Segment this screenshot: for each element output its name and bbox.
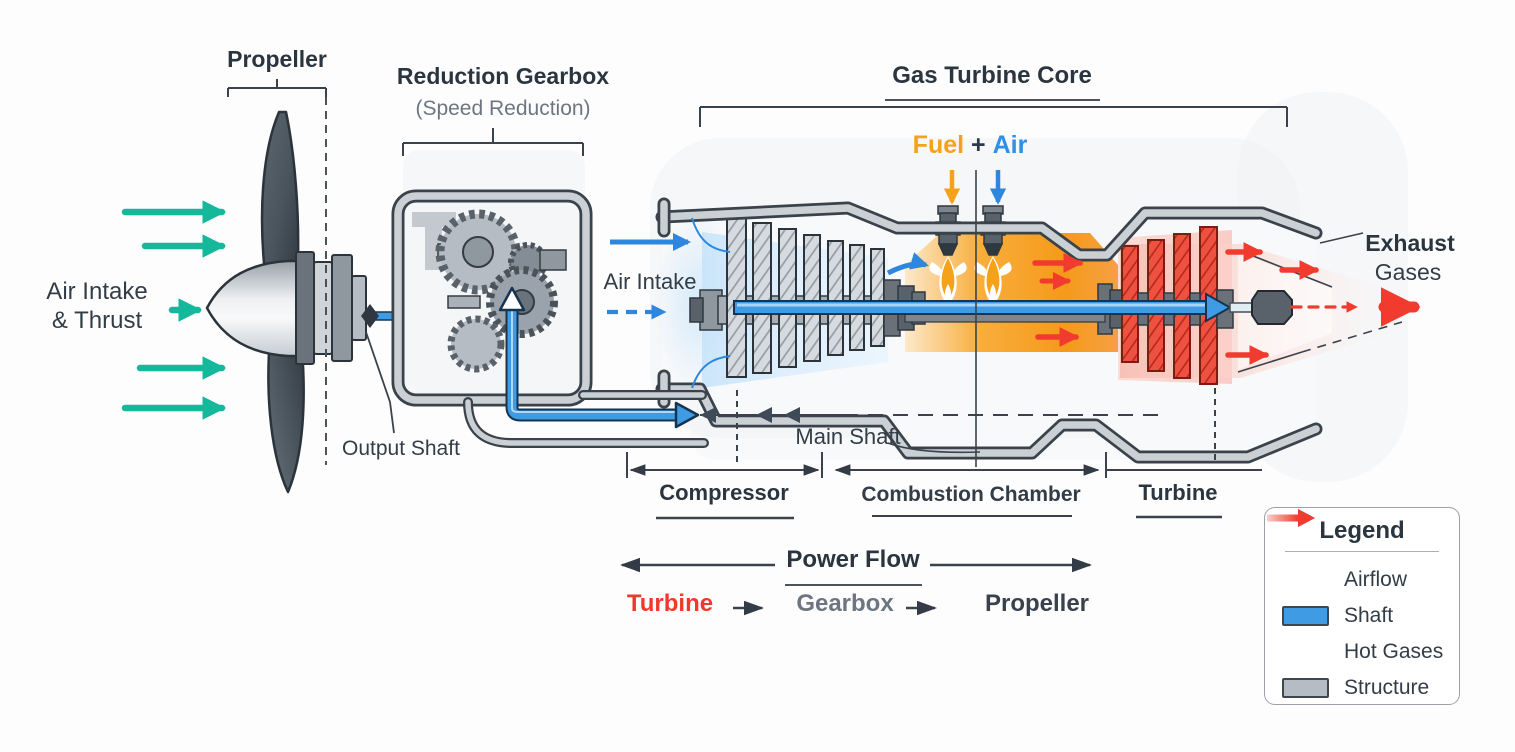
exhaust-gases-line1: Exhaust	[1365, 230, 1455, 256]
main-shaft	[733, 290, 1293, 325]
legend-item-shaft: Shaft	[1265, 598, 1459, 634]
fuel-air-arrows	[943, 170, 1007, 467]
output-shaft-label: Output Shaft	[342, 437, 460, 460]
propeller-blade-top	[260, 110, 300, 285]
air-label: Air	[992, 131, 1028, 159]
legend-item-hot-gases: Hot Gases	[1265, 509, 1459, 670]
compressor-blades	[726, 217, 885, 378]
shaft-coupling	[361, 304, 379, 328]
spinner-cone	[205, 259, 310, 358]
plus-label: +	[971, 131, 986, 159]
propeller-blade-bottom	[267, 335, 305, 494]
air-intake-thrust-line2: & Thrust	[51, 306, 143, 334]
power-flow-title: Power Flow	[786, 546, 920, 573]
fuel-air-label: Fuel + Air	[913, 130, 1028, 160]
air-intake-label: Air Intake	[603, 269, 697, 294]
structure-swatch-icon	[1282, 678, 1344, 698]
combustion-flames	[929, 256, 1012, 305]
exhaust-gases-line2: Gases	[1374, 259, 1442, 285]
gearbox-assembly	[391, 189, 709, 448]
power-flow-gearbox: Gearbox	[796, 590, 894, 617]
hot-gas-arrows	[1032, 242, 1421, 365]
reduction-gearbox-label: Reduction Gearbox	[396, 63, 610, 89]
power-flow-turbine: Turbine	[626, 590, 714, 617]
propeller-label: Propeller	[227, 46, 327, 72]
guide-lines	[227, 79, 1288, 616]
combustion-chamber-label: Combustion Chamber	[861, 483, 1081, 506]
power-flow-propeller: Propeller	[984, 590, 1090, 617]
air-intake-arrows	[607, 233, 929, 320]
legend-title: Legend	[1319, 517, 1405, 544]
speed-reduction-label: (Speed Reduction)	[415, 97, 591, 120]
turbine-section-label: Turbine	[1138, 480, 1218, 505]
legend-item-structure: Structure	[1265, 670, 1459, 706]
power-transfer-line	[700, 407, 1162, 423]
shaft-end-cap	[1251, 290, 1293, 325]
legend-label: Shaft	[1344, 604, 1394, 627]
airflow-arrows	[121, 200, 226, 420]
legend-label: Structure	[1344, 676, 1430, 699]
legend-label: Hot Gases	[1344, 640, 1444, 663]
air-intake-thrust-line1: Air Intake	[46, 278, 148, 305]
shaft-swatch-icon	[1282, 606, 1344, 626]
legend: Legend Airflow Shaft Hot Gases Structure	[1264, 507, 1460, 705]
propeller-hub	[295, 251, 367, 365]
legend-item-airflow: Airflow	[1265, 509, 1459, 598]
legend-divider	[1285, 551, 1439, 552]
gas-turbine-core-label: Gas Turbine Core	[892, 62, 1092, 89]
air-intake-thrust-label: Air Intake & Thrust	[46, 278, 147, 336]
compressor-label: Compressor	[659, 480, 789, 505]
fuel-label: Fuel	[912, 131, 965, 159]
legend-label: Airflow	[1344, 568, 1408, 591]
gearbox-gears	[412, 209, 567, 373]
main-shaft-label: Main Shaft	[795, 424, 901, 449]
power-takeoff-shaft	[498, 286, 700, 429]
